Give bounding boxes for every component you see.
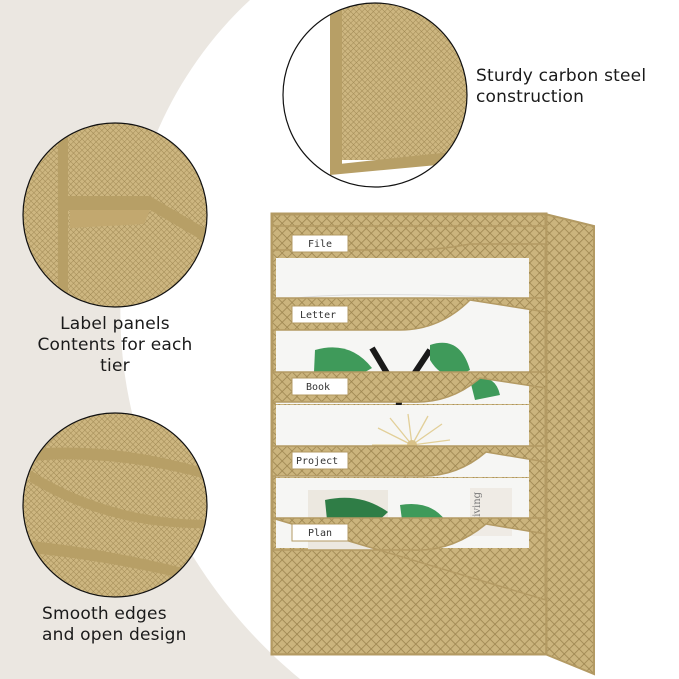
- side-panel: [544, 212, 595, 676]
- label-tab-project: [291, 451, 349, 470]
- label-text-project: Project: [296, 456, 338, 467]
- caption-label-panels: Label panels Contents for each tier: [20, 314, 210, 377]
- caption-smooth-edges: Smooth edges and open design: [42, 604, 187, 646]
- label-text-letter: Letter: [300, 310, 336, 321]
- caption-edges-line-1: Smooth edges: [42, 604, 167, 624]
- label-tab-book: [291, 377, 349, 396]
- label-tabs: File Letter Book Project Plan: [291, 234, 349, 542]
- label-text-plan: Plan: [308, 528, 332, 539]
- label-tab-file: [291, 234, 349, 253]
- zoom-circle-steel: [282, 2, 468, 188]
- zoom-circle-label-panel: [22, 122, 208, 308]
- label-tab-letter: [291, 305, 349, 324]
- label-text-file: File: [308, 239, 332, 250]
- caption-steel-line-1: Sturdy carbon steel: [476, 66, 647, 86]
- caption-steel-construction: Sturdy carbon steel construction: [476, 66, 646, 108]
- svg-text:living: living: [472, 491, 483, 520]
- label-tab-plan: [291, 523, 349, 542]
- caption-steel-line-2: construction: [476, 87, 585, 107]
- wall-file-organizer: living File Letter Book Project Plan: [270, 212, 595, 676]
- zoom-circle-edges: [22, 412, 208, 598]
- caption-edges-line-2: and open design: [42, 625, 187, 645]
- caption-label-line-2: Contents for each tier: [37, 335, 193, 376]
- label-text-book: Book: [306, 382, 330, 393]
- caption-label-line-1: Label panels: [60, 314, 170, 334]
